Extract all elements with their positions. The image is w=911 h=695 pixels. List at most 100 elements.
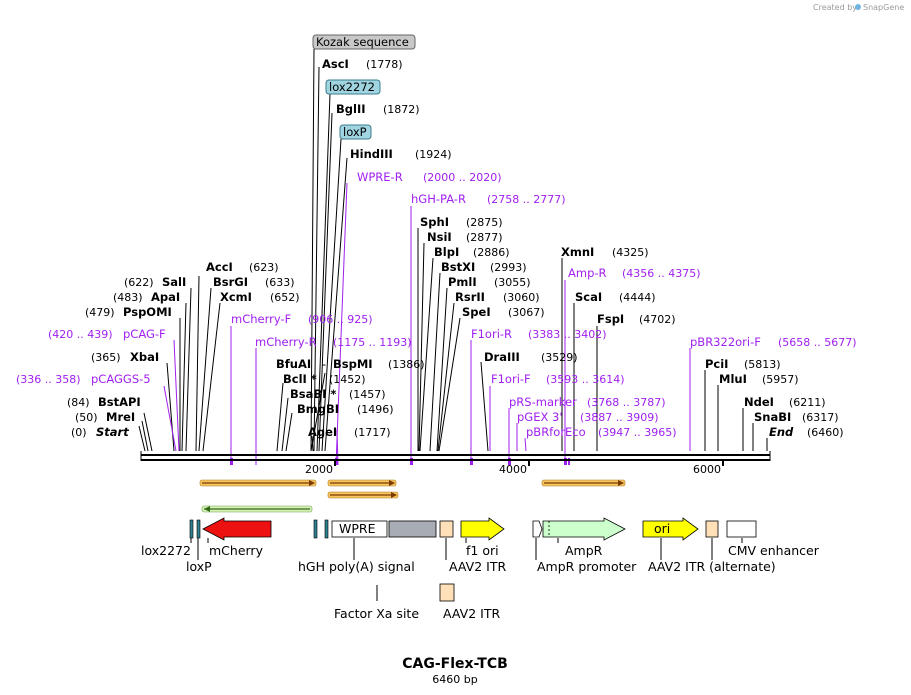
enzyme-apai[interactable]: (483) ApaI (113, 290, 180, 304)
feature-mcherry[interactable] (202, 517, 272, 541)
feature-ampr[interactable] (542, 517, 626, 541)
svg-text:BsrGI: BsrGI (213, 275, 248, 289)
svg-text:(420 .. 439): (420 .. 439) (48, 328, 113, 341)
feature-f1-ori[interactable] (460, 517, 505, 541)
features-track: WPRE ori (189, 517, 757, 601)
enzyme-start[interactable]: (0) Start (71, 425, 129, 439)
svg-text:AgeI: AgeI (308, 425, 337, 439)
enzyme-acci[interactable]: AccI (623) (206, 260, 279, 274)
loxp-tag[interactable] (339, 124, 372, 140)
primer-amp-r[interactable]: Amp-R (4356 .. 4375) (568, 266, 701, 280)
kozak-tag[interactable] (312, 34, 416, 50)
svg-text:pCAG-F: pCAG-F (123, 327, 166, 341)
svg-text:AscI: AscI (322, 57, 349, 71)
primer-pcaggs-5[interactable]: (336 .. 358) pCAGGS-5 (16, 372, 151, 386)
feature-label-ampr-promoter: AmpR promoter (537, 559, 637, 574)
enzyme-sali[interactable]: (622) SalI (124, 275, 186, 289)
enzyme-bstxi[interactable]: BstXI (2993) (441, 260, 527, 274)
enzyme-snabi[interactable]: SnaBI (6317) (754, 410, 839, 424)
sequence-backbone (140, 451, 771, 466)
svg-text:BstAPI: BstAPI (98, 395, 141, 409)
enzyme-bfuai-bspmi[interactable]: BfuAI - BspMI (1386) (276, 357, 425, 371)
enzyme-ndei[interactable]: NdeI (6211) (744, 395, 826, 409)
feature-hgh-polya[interactable] (388, 520, 437, 538)
svg-text:(50): (50) (75, 411, 98, 424)
svg-text:(2000 .. 2020): (2000 .. 2020) (423, 171, 502, 184)
enzyme-bglii[interactable]: BglII (1872) (336, 102, 420, 116)
svg-text:(5658 .. 5677): (5658 .. 5677) (778, 336, 857, 349)
enzyme-rsrii[interactable]: RsrII (3060) (455, 290, 540, 304)
enzyme-pcii[interactable]: PciI (5813) (705, 357, 781, 371)
enzyme-fspi[interactable]: FspI (4702) (597, 312, 676, 326)
primer-mcherry-r[interactable]: mCherry-R (1175 .. 1193) (255, 335, 412, 349)
svg-text:(1452): (1452) (329, 373, 366, 386)
svg-text:(1496): (1496) (357, 403, 394, 416)
enzyme-bcli[interactable]: BclI * (1452) (283, 372, 366, 386)
enzyme-spei[interactable]: SpeI (3067) (462, 305, 545, 319)
feature-label-aav2itr-alt: AAV2 ITR (alternate) (648, 559, 776, 574)
svg-text:(1924): (1924) (415, 148, 452, 161)
svg-text:pGEX 3': pGEX 3' (517, 410, 563, 424)
enzyme-pspomi[interactable]: (479) PspOMI (85, 305, 172, 319)
enzyme-sphi[interactable]: SphI (2875) (420, 215, 503, 229)
feature-loxp[interactable] (196, 519, 201, 539)
feature-loxp-2[interactable] (324, 519, 329, 539)
enzyme-hindiii[interactable]: HindIII (1924) (350, 147, 452, 161)
lox2272-tag[interactable] (325, 79, 381, 95)
svg-text:ApaI: ApaI (151, 290, 180, 304)
svg-text:DraIII: DraIII (484, 350, 520, 364)
svg-text:PspOMI: PspOMI (123, 305, 172, 319)
svg-text:RsrII: RsrII (455, 290, 485, 304)
enzyme-scai[interactable]: ScaI (4444) (575, 290, 656, 304)
feature-label-aav2itr: AAV2 ITR (449, 559, 506, 574)
svg-text:Amp-R: Amp-R (568, 266, 607, 280)
primer-prs-marker[interactable]: pRS-marker (3768 .. 3787) (509, 395, 666, 409)
feature-label-mcherry: mCherry (209, 543, 264, 558)
feature-lox2272[interactable] (189, 519, 194, 539)
enzyme-end[interactable]: End (6460) (769, 425, 844, 439)
svg-text:mCherry-F: mCherry-F (231, 312, 291, 326)
feature-wpre-label: WPRE (339, 521, 376, 536)
svg-text:(3947 .. 3965): (3947 .. 3965) (598, 426, 677, 439)
primer-hgh-pa-r[interactable]: hGH-PA-R (2758 .. 2777) (411, 192, 566, 206)
primer-pbr322ori-f[interactable]: pBR322ori-F (5658 .. 5677) (690, 335, 857, 349)
primer-pgex-3[interactable]: pGEX 3' (3887 .. 3909) (517, 410, 659, 424)
enzyme-xcmi[interactable]: XcmI (652) (220, 290, 300, 304)
enzyme-mrei[interactable]: (50) MreI (75, 410, 135, 424)
feature-aav2-itr-alt[interactable] (705, 520, 719, 538)
enzyme-mlui[interactable]: MluI (5957) (719, 372, 799, 386)
enzyme-bsrgi[interactable]: BsrGI (633) (213, 275, 295, 289)
enzyme-bsabi[interactable]: BsaBI * (1457) (290, 387, 386, 401)
enzyme-pmli[interactable]: PmlI (3055) (448, 275, 531, 289)
svg-text:(365): (365) (91, 351, 121, 364)
svg-text:BglII: BglII (336, 102, 366, 116)
orf-arrows (199, 479, 626, 513)
feature-aav2-itr[interactable] (439, 520, 454, 538)
enzyme-bmgbi[interactable]: BmgBI (1496) (297, 402, 394, 416)
svg-text:(3887 .. 3909): (3887 .. 3909) (580, 411, 659, 424)
enzyme-agei[interactable]: AgeI (1717) (308, 425, 391, 439)
feature-lox2272-2[interactable] (313, 519, 318, 539)
primer-wpre-r[interactable]: WPRE-R (2000 .. 2020) (357, 170, 502, 184)
enzyme-nsii[interactable]: NsiI (2877) (427, 230, 503, 244)
feature-ori[interactable] (642, 517, 699, 541)
svg-text:(84): (84) (67, 396, 90, 409)
primer-pcag-f[interactable]: (420 .. 439) pCAG-F (48, 327, 166, 341)
feature-wpre[interactable] (331, 520, 388, 538)
feature-cmv-enhancer[interactable] (726, 520, 757, 538)
svg-text:MluI: MluI (719, 372, 747, 386)
primer-pbrforeco[interactable]: pBRforEco (3947 .. 3965) (526, 425, 677, 439)
enzyme-draiii[interactable]: DraIII (3529) (484, 350, 578, 364)
enzyme-bstapi[interactable]: (84) BstAPI (67, 395, 141, 409)
site-leader-lines (138, 48, 768, 452)
enzyme-asci[interactable]: AscI (1778) (322, 57, 403, 71)
svg-text:(6317): (6317) (802, 411, 839, 424)
feature-ampr-promoter[interactable] (532, 520, 543, 538)
primer-mcherry-f[interactable]: mCherry-F (906 .. 925) (231, 312, 373, 326)
enzyme-blpi[interactable]: BlpI (2886) (434, 245, 510, 259)
enzyme-xmni[interactable]: XmnI (4325) (561, 245, 649, 259)
enzyme-xbai[interactable]: (365) XbaI (91, 350, 159, 364)
svg-text:pBRforEco: pBRforEco (526, 425, 586, 439)
primer-f1ori-r[interactable]: F1ori-R (3383 .. 3402) (471, 327, 607, 341)
primer-f1ori-f[interactable]: F1ori-F (3593 .. 3614) (491, 372, 625, 386)
